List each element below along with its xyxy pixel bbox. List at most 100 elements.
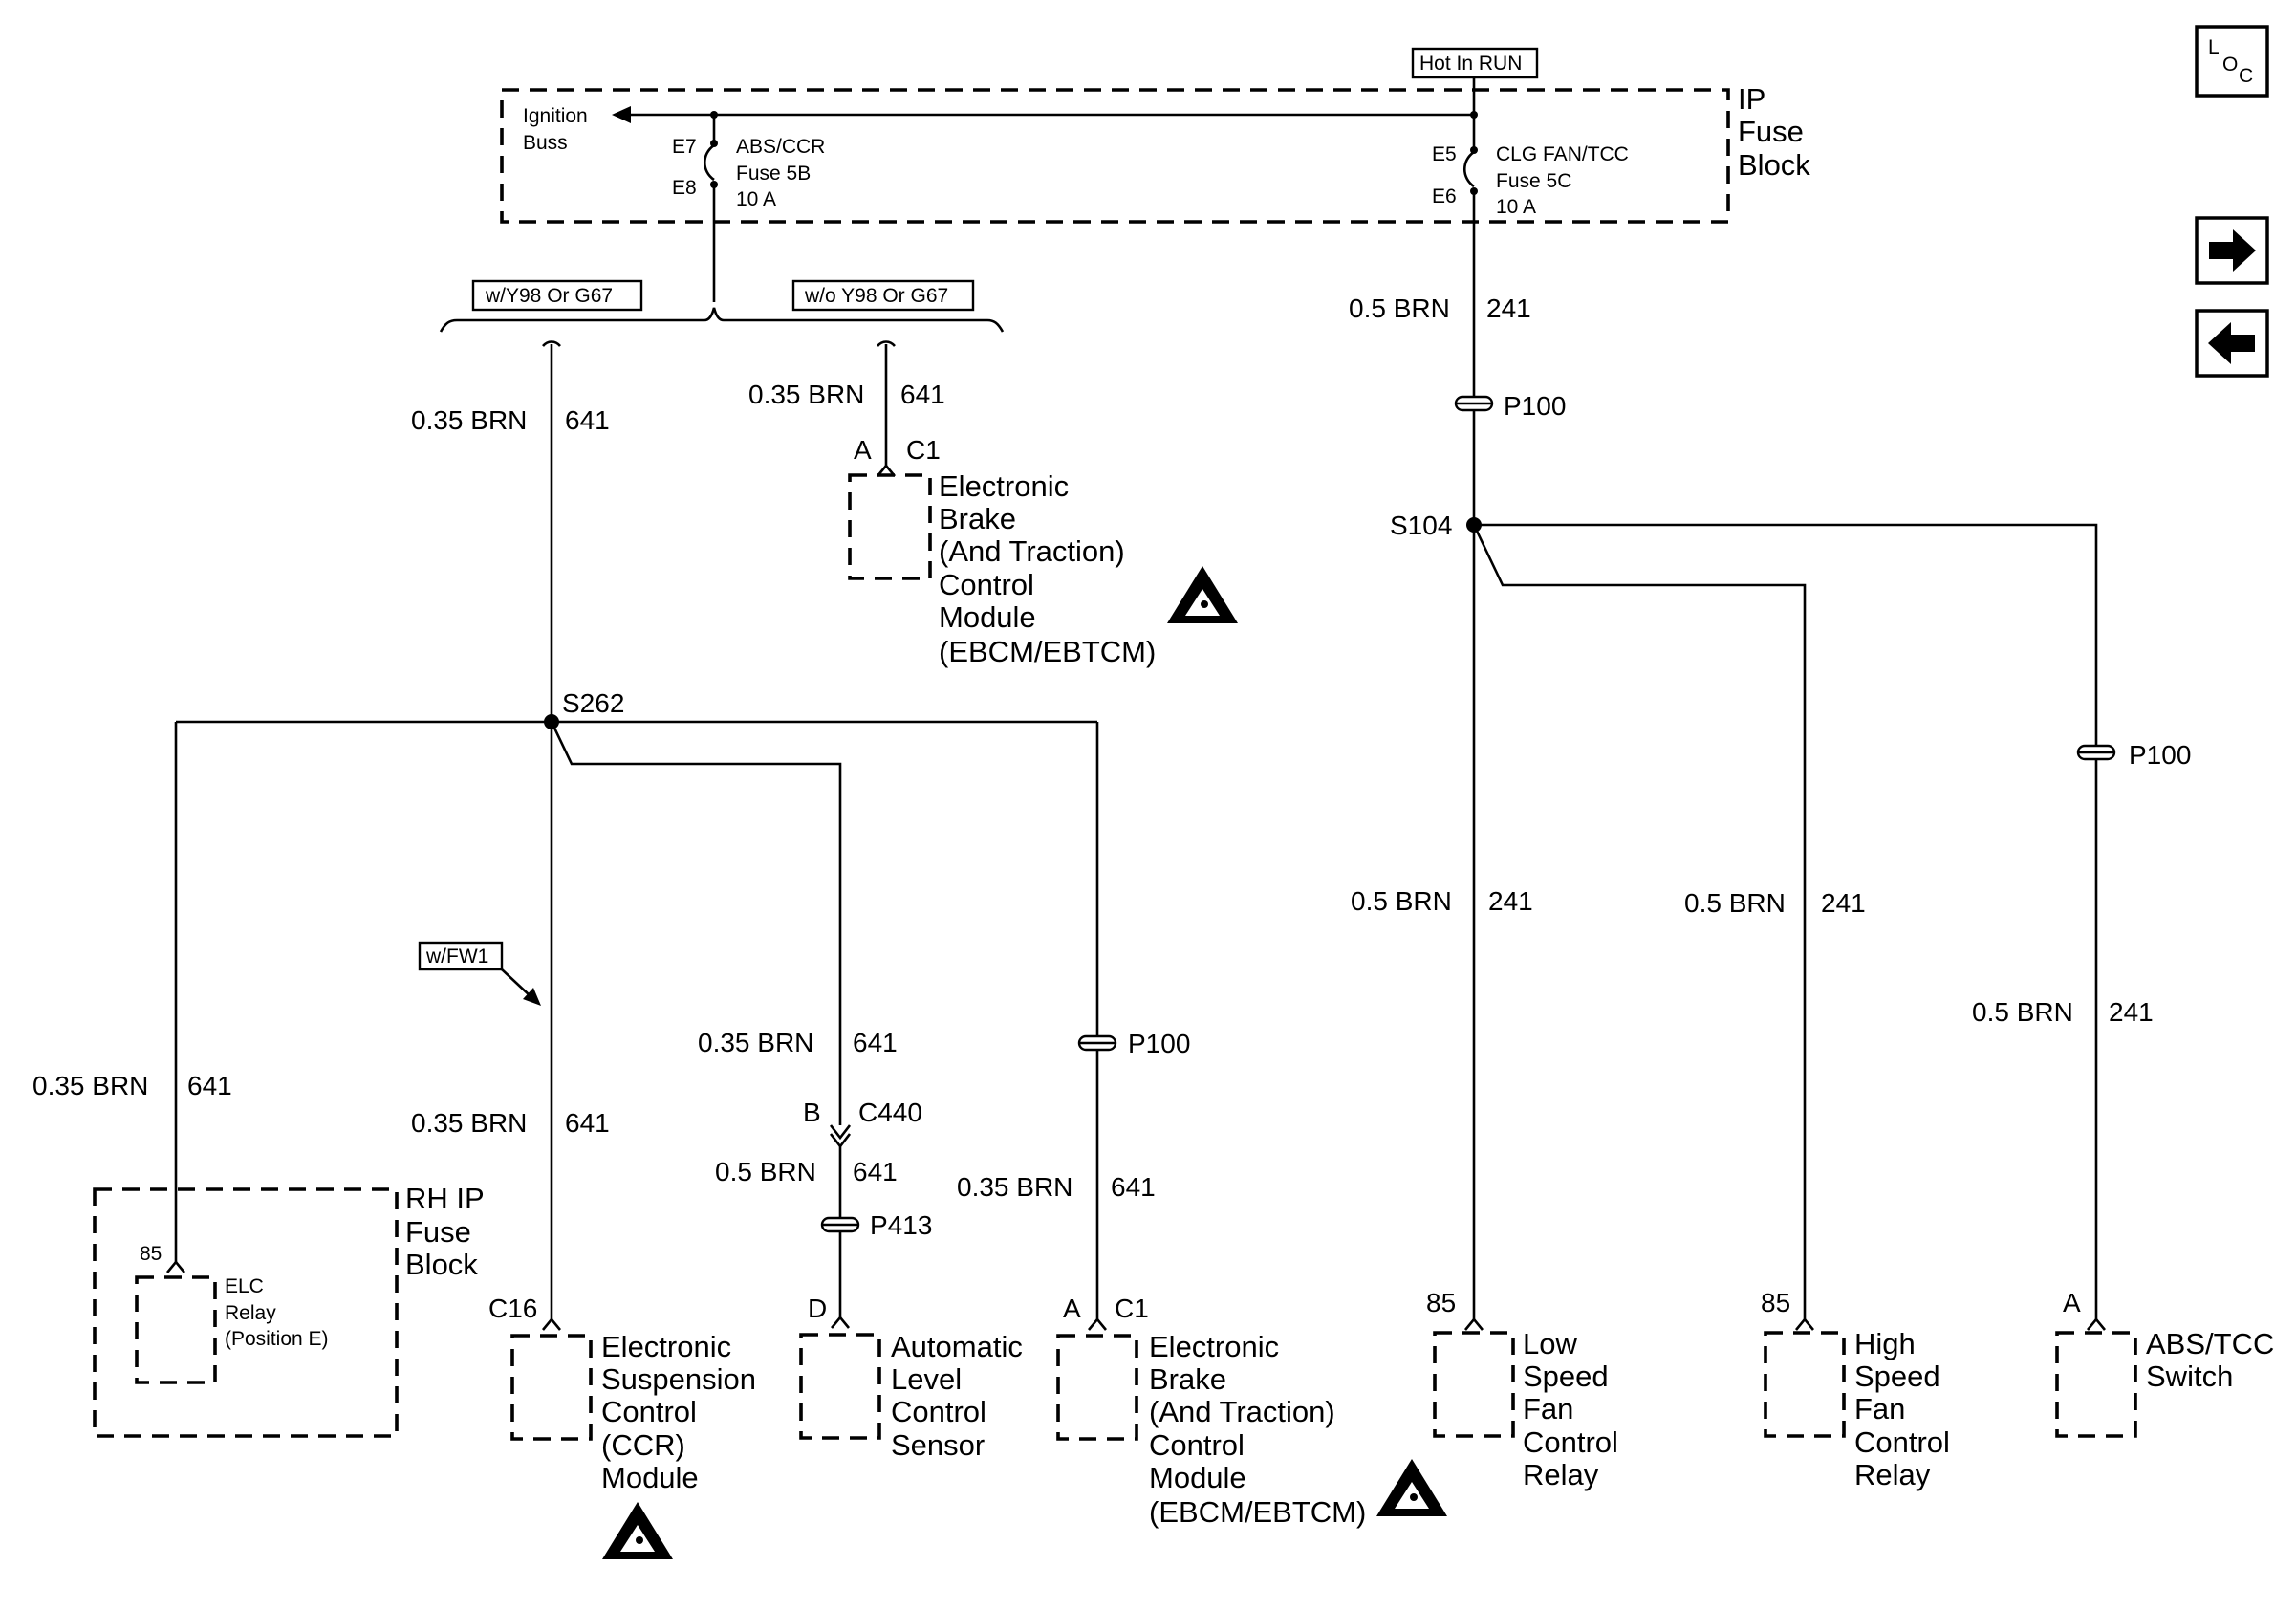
ignition-label-2: Buss (523, 132, 568, 154)
fuse-5b-element-icon (703, 143, 715, 182)
esc-line-4: (CCR) (601, 1428, 685, 1462)
ip-fuse-block-label-2: Fuse (1738, 115, 1804, 148)
ebcm-top-line-3: (And Traction) (939, 534, 1125, 568)
abs-tcc-switch-pin: A (2063, 1288, 2081, 1317)
rh-ip-fuse-line-1: RH IP (405, 1182, 485, 1215)
wire-641-rh-ip-circuit: 641 (187, 1071, 232, 1100)
hot-in-run-label: Hot In RUN (1419, 53, 1522, 75)
ebcm-top-line-4: Control (939, 568, 1034, 601)
wire-241-top-gauge: 0.5 BRN (1349, 294, 1450, 323)
option-with-box (471, 279, 643, 312)
elc-relay-line-1: ELC (225, 1275, 264, 1297)
high-fan-line-4: Control (1854, 1425, 1950, 1459)
wire-241-high-gauge: 0.5 BRN (1684, 888, 1786, 918)
fuse-5c-name: CLG FAN/TCC (1496, 143, 1629, 165)
wire-641-ebcm-bottom-gauge: 0.35 BRN (957, 1172, 1072, 1202)
ebcm-top-terminal-icon (876, 463, 897, 477)
ebcm-bottom-line-3: (And Traction) (1149, 1395, 1335, 1428)
esd-warning-icon-1 (1167, 566, 1238, 623)
fuse-5c-id: Fuse 5C (1496, 170, 1571, 192)
ebcm-bottom-pin: A (1063, 1294, 1081, 1323)
ebcm-top-line-2: Brake (939, 502, 1016, 535)
alc-sensor-outline (799, 1333, 881, 1440)
ebcm-top-line-1: Electronic (939, 469, 1069, 503)
esd-warning-icon-3 (1376, 1459, 1447, 1516)
fuse-5c-pin-in: E5 (1432, 143, 1457, 165)
esc-module-outline (510, 1334, 593, 1441)
wire-641-to-c440 (550, 721, 842, 1125)
right-arrow-icon (2209, 229, 2256, 272)
option-without-label: w/o Y98 Or G67 (804, 285, 948, 307)
high-fan-line-1: High (1854, 1327, 1916, 1360)
high-fan-relay-outline (1764, 1331, 1846, 1438)
fuse-5c-pin-out: E6 (1432, 185, 1457, 207)
low-fan-line-4: Control (1523, 1425, 1618, 1459)
wire-241-abs-gauge: 0.5 BRN (1972, 997, 2073, 1027)
low-fan-relay-terminal-icon (1463, 1316, 1484, 1331)
locator-button[interactable]: L O C (2195, 25, 2269, 98)
rh-ip-fuse-line-2: Fuse (405, 1215, 471, 1249)
fuse-5c-element-icon (1462, 150, 1475, 188)
high-fan-line-5: Relay (1854, 1458, 1931, 1491)
p413-passthrough-icon (820, 1216, 860, 1233)
elc-relay-outline (135, 1275, 217, 1384)
next-page-button[interactable] (2195, 216, 2269, 285)
alc-sensor-line-2: Level (891, 1362, 962, 1396)
wire-641-c440-upper-circuit: 641 (853, 1028, 898, 1057)
wire-641-c440-upper-gauge: 0.35 BRN (698, 1028, 813, 1057)
alc-sensor-terminal-icon (830, 1315, 851, 1329)
ebcm-bottom-outline (1056, 1334, 1138, 1441)
esd-warning-icon-2 (602, 1502, 673, 1559)
rh-ip-fuse-line-3: Block (405, 1248, 478, 1281)
previous-page-button[interactable] (2195, 309, 2269, 378)
esc-terminal-icon (541, 1316, 562, 1331)
wire-641-c440-lower-circuit: 641 (853, 1157, 898, 1186)
ebcm-bottom-line-6: (EBCM/EBTCM) (1149, 1495, 1366, 1529)
elc-relay-line-2: Relay (225, 1302, 276, 1324)
ebcm-top-line-5: Module (939, 600, 1036, 634)
fuse-5b-rating: 10 A (736, 188, 776, 210)
wire-241-abs-tcc (1474, 523, 2098, 1319)
p100-label-3: P100 (2129, 740, 2191, 770)
wire-241-high-circuit: 241 (1821, 888, 1866, 918)
abs-tcc-line-1: ABS/TCC (2146, 1327, 2274, 1360)
alc-sensor-line-4: Sensor (891, 1428, 985, 1462)
high-fan-line-3: Fan (1854, 1392, 1905, 1425)
option-with-break-icon (542, 340, 561, 347)
wire-641-ebcm-top-circuit: 641 (900, 380, 945, 409)
fuse-5b-out-dot (710, 181, 718, 188)
wire-641-c440-lower-gauge: 0.5 BRN (715, 1157, 816, 1186)
option-bracket (439, 307, 1005, 333)
low-fan-line-5: Relay (1523, 1458, 1599, 1491)
esc-line-3: Control (601, 1395, 697, 1428)
ebcm-top-outline (848, 473, 932, 580)
wire-641-top-gauge: 0.35 BRN (411, 405, 527, 435)
ip-fuse-block-outline (500, 88, 1730, 224)
ebcm-bottom-line-1: Electronic (1149, 1330, 1279, 1363)
high-fan-relay-pin: 85 (1761, 1288, 1790, 1317)
option-with-label: w/Y98 Or G67 (485, 285, 613, 307)
wire-241-abs-circuit: 241 (2109, 997, 2154, 1027)
c440-connector-label: C440 (858, 1098, 922, 1127)
esc-connector-label: C16 (488, 1294, 537, 1323)
fuse-5b-id: Fuse 5B (736, 163, 811, 185)
ebcm-bottom-connector: C1 (1115, 1294, 1149, 1323)
abs-tcc-switch-terminal-icon (2086, 1316, 2107, 1331)
high-fan-line-2: Speed (1854, 1360, 1940, 1393)
p100-passthrough-icon-2 (1454, 395, 1494, 412)
alc-sensor-pin: D (808, 1294, 827, 1323)
ebcm-bottom-terminal-icon (1087, 1316, 1108, 1331)
ebcm-bottom-line-4: Control (1149, 1428, 1245, 1462)
wire-641-top-circuit: 641 (565, 405, 610, 435)
wire-241-low-circuit: 241 (1488, 886, 1533, 916)
low-fan-line-2: Speed (1523, 1360, 1609, 1393)
ip-fuse-block-label-3: Block (1738, 148, 1810, 182)
ebcm-top-pin: A (854, 435, 872, 465)
p100-passthrough-icon-1 (1077, 1034, 1117, 1052)
ignition-buss-arrow-icon (612, 106, 631, 123)
wire-641-ebcm-bottom-circuit: 641 (1111, 1172, 1156, 1202)
ebcm-bottom-line-2: Brake (1149, 1362, 1226, 1396)
ebcm-top-text: Electronic Brake (And Traction) Control … (939, 469, 1156, 668)
